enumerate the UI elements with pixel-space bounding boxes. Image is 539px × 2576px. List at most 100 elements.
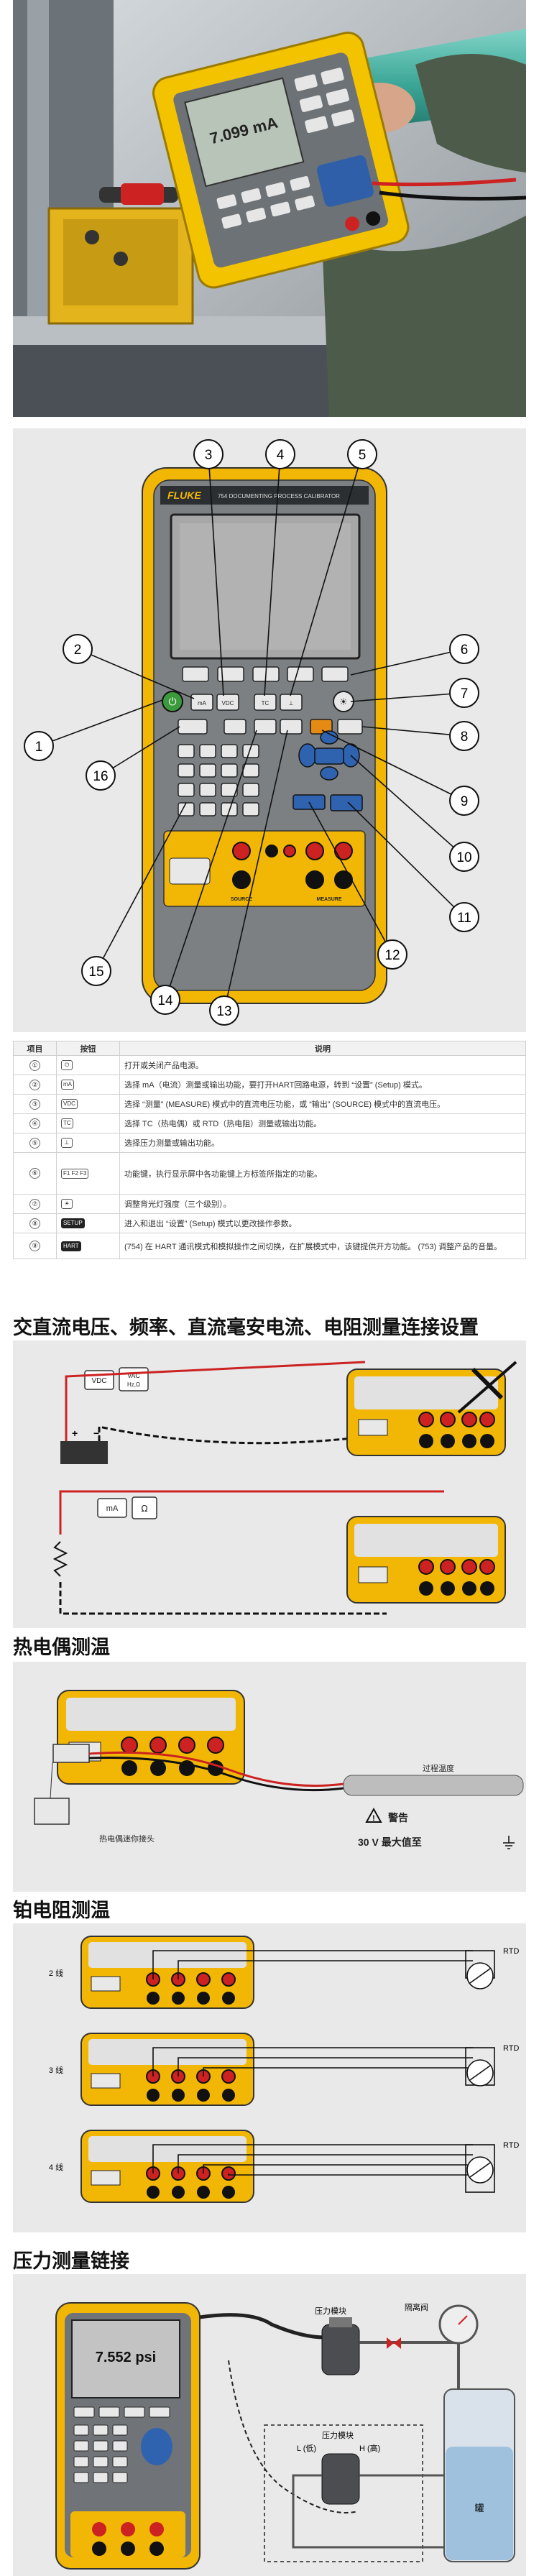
section-title-rtd: 铂电阻测温 xyxy=(13,1900,110,1921)
tc-key[interactable] xyxy=(254,694,277,711)
f2-key[interactable] xyxy=(217,666,244,682)
ohm-key-label: Ω xyxy=(141,1504,147,1514)
svg-text:!: ! xyxy=(372,1814,375,1823)
rtd-wire-row xyxy=(80,2033,254,2106)
section-title-tc: 热电偶测温 xyxy=(13,1637,110,1658)
svg-text:TC: TC xyxy=(262,700,270,707)
row-key: mA xyxy=(56,1075,120,1095)
rtd-diagram: 2 线 3 线 4 线 RTD RTD RTD xyxy=(13,1923,526,2232)
callout-7: 7 xyxy=(449,678,479,708)
svg-text:16: 16 xyxy=(93,769,108,784)
table-row: ①⏻打开或关闭产品电源。 xyxy=(13,1055,526,1075)
callout-15: 15 xyxy=(81,956,111,986)
row-key: HART xyxy=(56,1233,120,1259)
setup-key[interactable] xyxy=(337,719,363,735)
rtd-label-2: RTD xyxy=(503,2044,519,2053)
callout-12: 12 xyxy=(377,939,407,970)
vdc-key-label: VDC xyxy=(91,1377,106,1385)
thermocouple-diagram: 过程温度 热电偶迷你接头 ! 警告 30 V 最大值至 xyxy=(13,1662,526,1892)
row-key: SETUP xyxy=(56,1213,120,1233)
hero-photo: 7.099 mA xyxy=(13,0,526,417)
svg-text:MEASURE: MEASURE xyxy=(316,897,341,902)
rtd-2wire-label: 2 线 xyxy=(49,1968,63,1978)
svg-text:14: 14 xyxy=(157,993,173,1008)
ma-key[interactable] xyxy=(190,694,213,711)
high-port-label: H (高) xyxy=(359,2443,380,2453)
pressure-diagram: 7.552 psi 压力模块 隔 xyxy=(13,2274,526,2576)
low-port-label: L (低) xyxy=(297,2444,316,2453)
row-description: 选择压力测量或输出功能。 xyxy=(119,1133,526,1153)
row-key: F1 F2 F3 xyxy=(56,1152,120,1195)
row-number: ③ xyxy=(13,1094,57,1114)
row-description: 选择 mA（电流）测量或输出功能，要打开HART回路电源，转到 “设置” (Se… xyxy=(119,1075,526,1095)
callout-1: 1 xyxy=(24,731,54,761)
connect-diagram: VDC VAC Hz,Ω + − xyxy=(13,1340,526,1628)
callout-6: 6 xyxy=(449,634,479,664)
row-number: ⑧ xyxy=(13,1213,57,1233)
svg-text:9: 9 xyxy=(461,794,469,809)
vdc-key[interactable] xyxy=(216,694,239,711)
svg-text:6: 6 xyxy=(461,643,469,658)
callout-16: 16 xyxy=(86,760,116,791)
row-number: ⑤ xyxy=(13,1133,57,1153)
row-description: 选择 “测量” (MEASURE) 模式中的直流电压功能，或 “输出” (SOU… xyxy=(119,1094,526,1114)
section-title-connect: 交直流电压、频率、直流毫安电流、电阻测量连接设置 xyxy=(13,1317,479,1338)
rtd-label-3: RTD xyxy=(503,2141,519,2150)
callout-11: 11 xyxy=(449,902,479,932)
rtd-label-1: RTD xyxy=(503,1947,519,1956)
svg-text:11: 11 xyxy=(457,911,471,926)
svg-text:4: 4 xyxy=(277,448,285,463)
svg-text:SOURCE: SOURCE xyxy=(231,897,252,902)
svg-text:10: 10 xyxy=(456,850,471,865)
row-number: ⑦ xyxy=(13,1194,57,1214)
svg-text:⏻: ⏻ xyxy=(168,696,176,708)
table-header-key: 按钮 xyxy=(56,1041,120,1056)
row-description: 打开或关闭产品电源。 xyxy=(119,1055,526,1075)
valve-label: 隔离阀 xyxy=(405,2302,428,2312)
table-header-item: 项目 xyxy=(13,1041,57,1056)
svg-text:VAC: VAC xyxy=(127,1372,140,1379)
svg-text:1: 1 xyxy=(35,740,43,755)
row-key: ⊥ xyxy=(56,1133,120,1153)
svg-text:8: 8 xyxy=(461,730,469,745)
callout-8: 8 xyxy=(449,721,479,751)
svg-text:VDC: VDC xyxy=(222,700,234,707)
model-label: 754 DOCUMENTING PROCESS CALIBRATOR xyxy=(218,493,340,500)
process-temp-label: 过程温度 xyxy=(423,1763,454,1773)
svg-text:2: 2 xyxy=(74,643,82,658)
f1-key[interactable] xyxy=(182,666,209,682)
section-title-pressure: 压力测量链接 xyxy=(13,2250,129,2272)
svg-text:Hz,Ω: Hz,Ω xyxy=(127,1381,140,1388)
row-number: ⑥ xyxy=(13,1152,57,1195)
table-header-desc: 说明 xyxy=(119,1041,526,1056)
row-number: ② xyxy=(13,1075,57,1095)
svg-text:5: 5 xyxy=(359,448,367,463)
svg-text:mA: mA xyxy=(198,700,207,707)
tank-label: 罐 xyxy=(474,2503,484,2513)
callout-14: 14 xyxy=(150,985,180,1015)
callout-4: 4 xyxy=(265,439,295,469)
callout-3: 3 xyxy=(193,439,224,469)
connector-label: 热电偶迷你接头 xyxy=(99,1834,155,1844)
table-row: ⑤⊥选择压力测量或输出功能。 xyxy=(13,1133,526,1153)
row-description: 调整背光灯强度（三个级别）。 xyxy=(119,1194,526,1214)
svg-text:12: 12 xyxy=(384,948,400,963)
svg-text:−: − xyxy=(93,1427,99,1439)
module-label-2: 压力模块 xyxy=(322,2431,354,2440)
rtd-3wire-label: 3 线 xyxy=(49,2065,63,2075)
row-number: ⑨ xyxy=(13,1233,57,1259)
warning-label: 警告 xyxy=(388,1812,408,1823)
svg-text:15: 15 xyxy=(88,965,103,980)
svg-text:☀: ☀ xyxy=(339,697,348,708)
callout-10: 10 xyxy=(449,842,479,872)
svg-text:13: 13 xyxy=(216,1004,231,1019)
power-button[interactable] xyxy=(162,691,183,712)
row-description: 选择 TC（热电偶）或 RTD（热电阻）测量或输出功能。 xyxy=(119,1113,526,1133)
